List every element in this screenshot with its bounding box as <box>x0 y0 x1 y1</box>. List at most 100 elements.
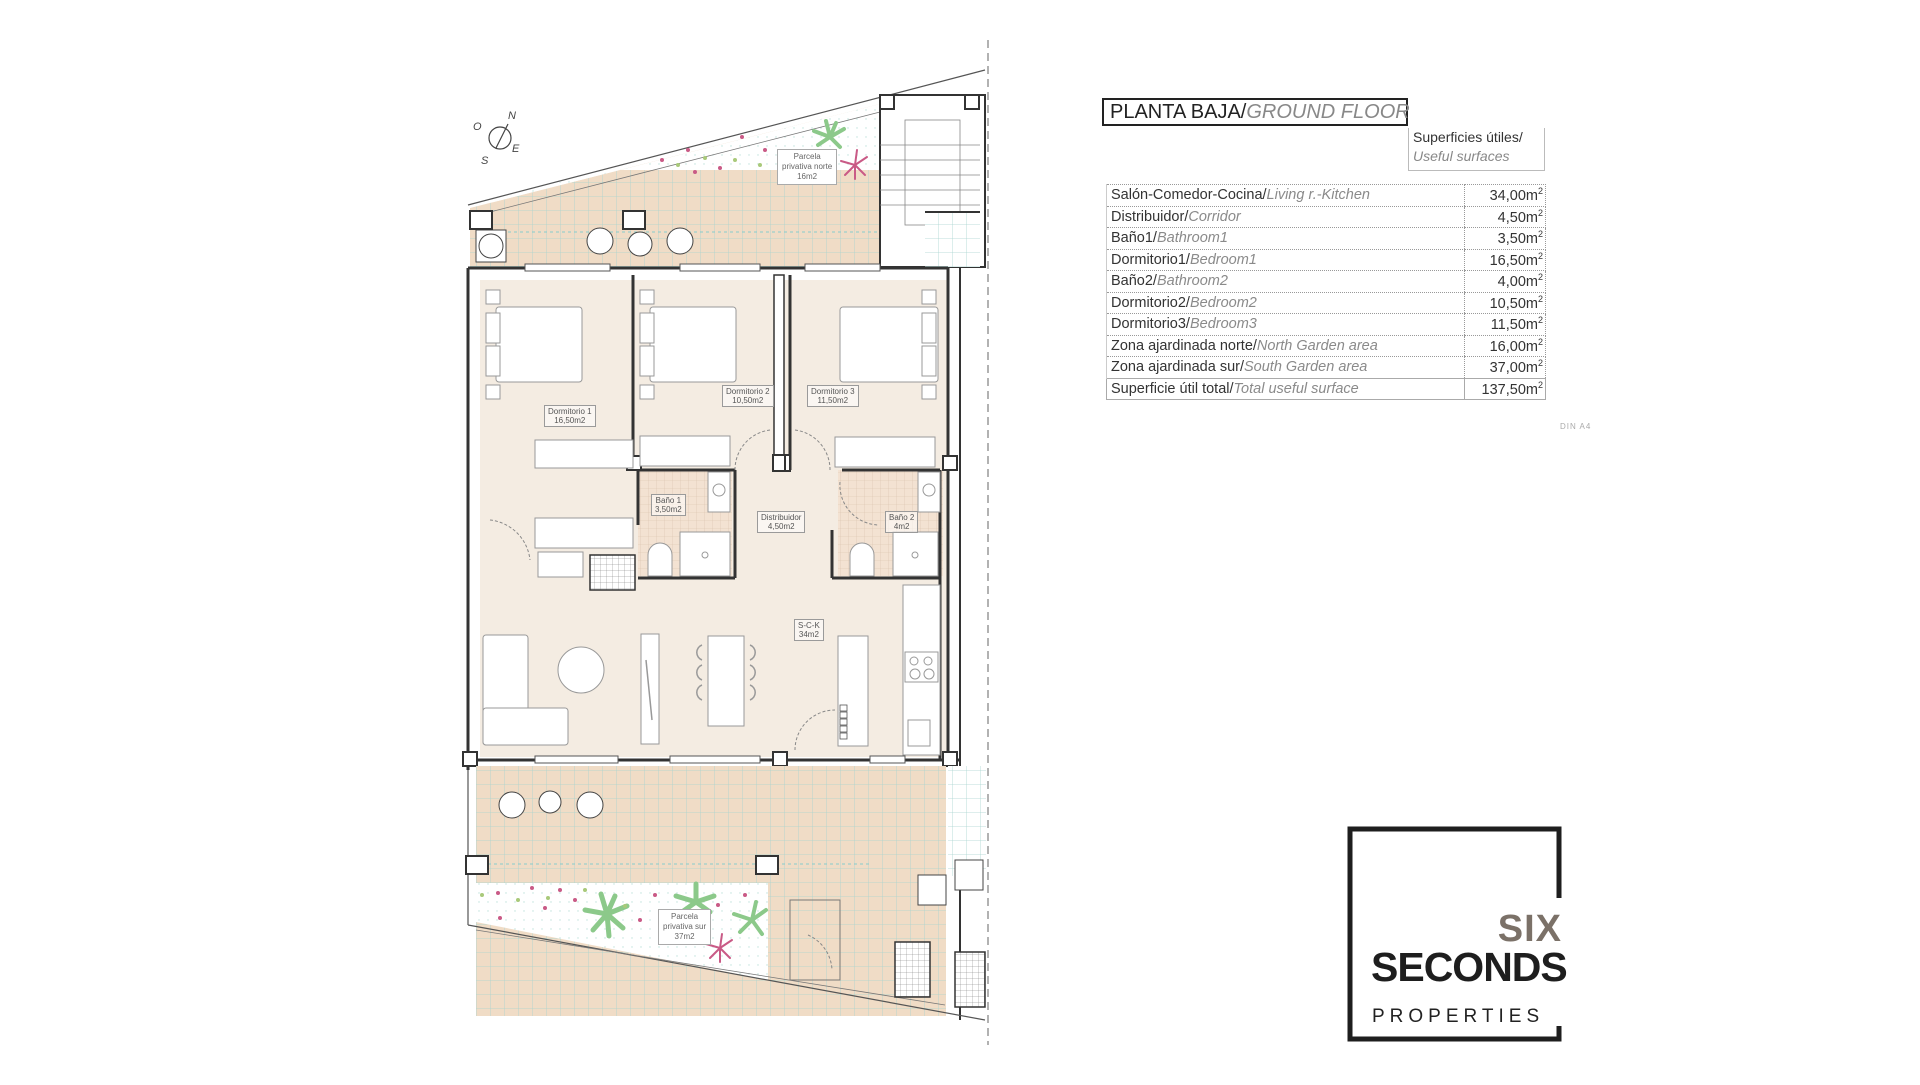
room-label-bedroom1: Dormitorio 1 16,50m2 <box>544 405 596 427</box>
room-label-corridor: Distribuidor 4,50m2 <box>757 511 806 533</box>
room-area: 4m2 <box>893 522 910 531</box>
surface-name-es: Baño1/ <box>1111 230 1157 247</box>
surface-name-en: Bathroom1 <box>1156 230 1228 247</box>
south-garden-plants <box>480 881 768 963</box>
surface-name: Zona ajardinada sur/South Garden area <box>1106 356 1465 379</box>
surface-name-es: Zona ajardinada sur/ <box>1111 359 1244 376</box>
surface-name-en: Bathroom2 <box>1156 273 1228 290</box>
surface-value: 16,50m2 <box>1464 248 1546 271</box>
surface-value: 3,50m2 <box>1464 227 1546 250</box>
table-row: Zona ajardinada norte/North Garden area … <box>1106 334 1546 357</box>
garden-label-line: privativa norte <box>782 162 833 171</box>
room-area: 10,50m2 <box>732 396 764 405</box>
surface-name: Baño2/Bathroom2 <box>1106 270 1465 293</box>
compass-icon <box>488 123 512 150</box>
logo-seconds: SECONDS <box>1371 944 1568 990</box>
room-label-bathroom2: Baño 2 4m2 <box>885 511 919 533</box>
surface-value: 34,00m2 <box>1464 184 1546 207</box>
surface-value-text: 4,00m <box>1497 274 1538 291</box>
surface-name-en: North Garden area <box>1256 337 1378 354</box>
room-name: Dormitorio 1 <box>548 407 592 416</box>
surface-name-en: Bedroom3 <box>1189 316 1257 333</box>
surface-name-es: Dormitorio3/ <box>1111 316 1190 333</box>
surface-name-es: Distribuidor/ <box>1111 208 1189 225</box>
page-title: PLANTA BAJA/GROUND FLOOR <box>1102 98 1410 126</box>
unit-superscript: 2 <box>1537 207 1543 218</box>
north-garden-plants <box>660 119 868 180</box>
room-name: Baño 2 <box>889 513 915 522</box>
surface-value-text: 37,00m <box>1489 360 1538 377</box>
garden-label-line: 37m2 <box>674 932 695 941</box>
table-row: Dormitorio2/Bedroom2 10,50m2 <box>1106 291 1546 314</box>
surface-value-text: 34,00m <box>1489 188 1538 205</box>
surface-name-en: South Garden area <box>1244 359 1368 376</box>
room-name: Baño 1 <box>655 496 682 505</box>
total-name-es: Superficie útil total/ <box>1111 380 1234 397</box>
surface-name-en: Bedroom2 <box>1189 294 1257 311</box>
surface-name-es: Dormitorio2/ <box>1111 294 1190 311</box>
paper-size-note: DIN A4 <box>1560 422 1592 431</box>
room-name: Distribuidor <box>761 513 802 522</box>
surfaces-table: Salón-Comedor-Cocina/Living r.-Kitchen 3… <box>1106 184 1546 400</box>
garden-label-line: Parcela <box>671 912 699 921</box>
garden-label-south: Parcela privativa sur 37m2 <box>658 909 712 945</box>
useful-surfaces-english: Useful surfaces <box>1413 148 1510 164</box>
unit-superscript: 2 <box>1537 358 1543 369</box>
useful-surfaces-spanish: Superficies útiles/ <box>1413 129 1523 145</box>
logo-frame <box>1347 826 1562 1042</box>
garden-label-line: 16m2 <box>797 172 818 181</box>
room-label-bathroom1: Baño 1 3,50m2 <box>651 494 686 516</box>
room-label-bedroom3: Dormitorio 3 11,50m2 <box>807 385 859 407</box>
surface-value: 11,50m2 <box>1464 313 1546 336</box>
surface-value: 4,50m2 <box>1464 205 1546 228</box>
garden-label-north: Parcela privativa norte 16m2 <box>777 149 838 185</box>
table-row: Distribuidor/Corridor 4,50m2 <box>1106 205 1546 228</box>
unit-superscript: 2 <box>1537 336 1543 347</box>
surface-value: 10,50m2 <box>1464 291 1546 314</box>
unit-superscript: 2 <box>1537 229 1543 240</box>
unit-superscript: 2 <box>1537 272 1543 283</box>
room-area: 11,50m2 <box>817 396 849 405</box>
useful-surfaces-header: Superficies útiles/ Useful surfaces <box>1408 128 1545 171</box>
surface-value: 37,00m2 <box>1464 356 1546 379</box>
logo-properties: PROPERTIES <box>1372 1006 1545 1027</box>
surface-name: Dormitorio1/Bedroom1 <box>1106 248 1465 271</box>
surface-value: 4,00m2 <box>1464 270 1546 293</box>
title-spanish: PLANTA BAJA/ <box>1110 101 1247 123</box>
surface-value-text: 11,50m <box>1490 317 1538 334</box>
room-name: Dormitorio 3 <box>811 387 855 396</box>
surface-name: Distribuidor/Corridor <box>1106 205 1465 228</box>
garden-label-line: Parcela <box>793 152 821 161</box>
logo-six: SIX <box>1497 908 1562 950</box>
table-row: Dormitorio3/Bedroom3 11,50m2 <box>1106 313 1546 336</box>
surface-name-es: Zona ajardinada norte/ <box>1111 337 1257 354</box>
room-name: Dormitorio 2 <box>726 387 770 396</box>
surface-name: Dormitorio3/Bedroom3 <box>1106 313 1465 336</box>
room-label-bedroom2: Dormitorio 2 10,50m2 <box>722 385 774 407</box>
six-seconds-logo: SIX SECONDS PROPERTIES <box>1347 826 1568 1042</box>
table-row: Salón-Comedor-Cocina/Living r.-Kitchen 3… <box>1106 184 1546 207</box>
surface-name-es: Baño2/ <box>1111 273 1157 290</box>
compass-west-label: O <box>473 121 482 133</box>
surface-name: Dormitorio2/Bedroom2 <box>1106 291 1465 314</box>
surface-name: Baño1/Bathroom1 <box>1106 227 1465 250</box>
table-row: Dormitorio1/Bedroom1 16,50m2 <box>1106 248 1546 271</box>
surface-value: 16,00m2 <box>1464 334 1546 357</box>
room-area: 3,50m2 <box>655 505 682 514</box>
unit-superscript: 2 <box>1537 315 1543 326</box>
surface-value-text: 16,00m <box>1489 338 1538 355</box>
surface-value-text: 3,50m <box>1497 231 1538 248</box>
room-label-living: S-C-K 34m2 <box>794 619 824 641</box>
room-area: 16,50m2 <box>554 416 586 425</box>
total-value-text: 137,50m <box>1481 381 1538 398</box>
total-value: 137,50m2 <box>1464 377 1546 400</box>
unit-superscript: 2 <box>1537 186 1543 197</box>
surface-name: Zona ajardinada norte/North Garden area <box>1106 334 1465 357</box>
garden-label-line: privativa sur <box>663 922 707 931</box>
compass-north-label: N <box>508 110 516 122</box>
unit-superscript: 2 <box>1537 250 1543 261</box>
unit-superscript: 2 <box>1537 379 1543 390</box>
surface-value-text: 10,50m <box>1489 295 1538 312</box>
